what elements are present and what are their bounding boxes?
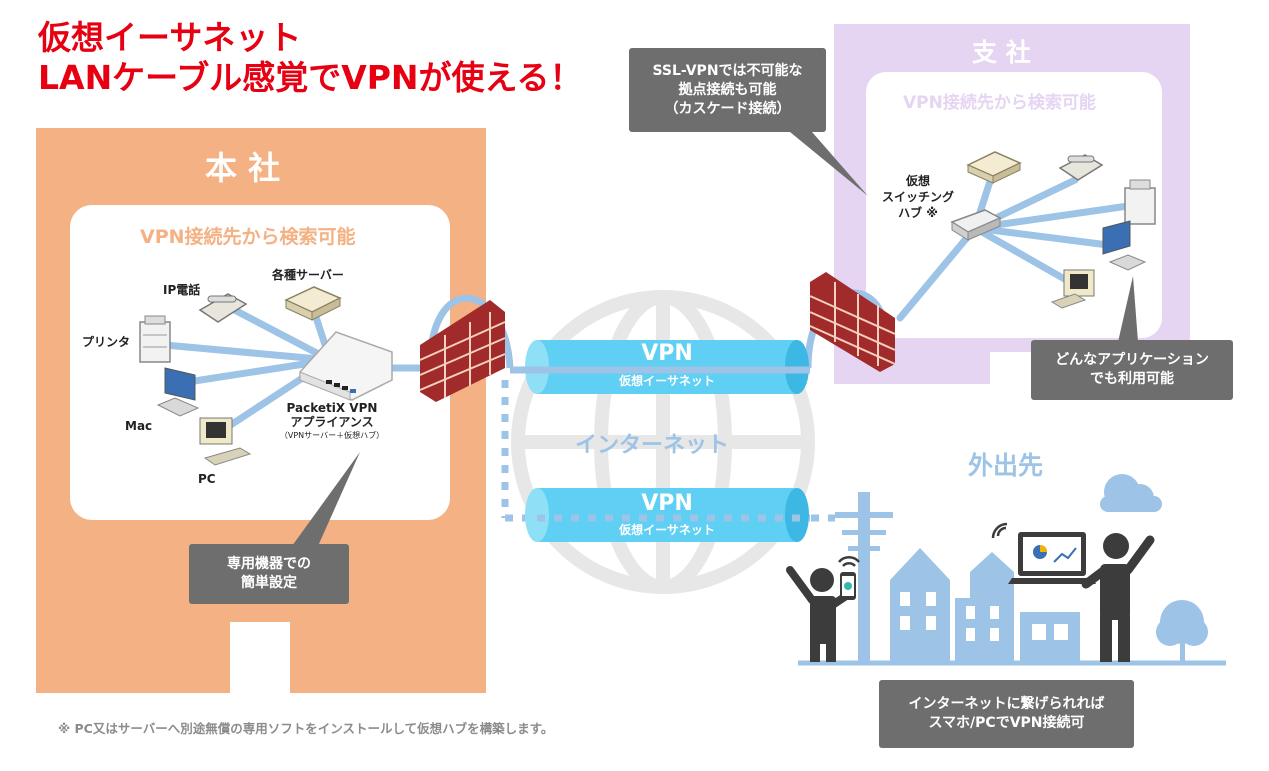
hq-label: 本 社 — [205, 149, 281, 187]
ssl-callout-line-1: SSL-VPNでは不可能な — [652, 62, 803, 79]
hub-label-line-2: スイッチング — [881, 190, 954, 204]
ssl-callout-line-3: （カスケード接続） — [664, 100, 791, 117]
server-icon — [284, 286, 342, 321]
pc-label: PC — [198, 472, 216, 486]
branch-mac-icon — [1102, 220, 1147, 271]
hq-building — [36, 128, 486, 693]
vpn-tunnel-1 — [510, 340, 810, 394]
laptop-icon — [1008, 532, 1096, 584]
apps-callout-line-1: どんなアプリケーション — [1055, 352, 1209, 368]
vpn-tunnel-1-subtitle: 仮想イーサネット — [619, 374, 715, 388]
ssl-callout-pointer — [790, 132, 868, 196]
vpn-tunnel-1-title: VPN — [641, 341, 693, 366]
mobile-callout: インターネットに繋げられれば スマホ/PCでVPN接続可 — [879, 680, 1134, 748]
hub-label-line-1: 仮想 — [905, 174, 930, 188]
vpn-appliance-icon — [299, 331, 393, 401]
apps-callout-line-2: でも利用可能 — [1090, 371, 1174, 387]
vpn-tunnel-2-subtitle: 仮想イーサネット — [619, 523, 715, 537]
hub-label-line-3: ハブ ※ — [898, 206, 938, 220]
laptop-wifi-icon — [991, 522, 1008, 539]
title-line-1: 仮想イーサネット — [38, 18, 302, 57]
mac-label: Mac — [125, 419, 153, 433]
appliance-label: PacketiX VPN アプライアンス （VPNサーバー＋仮想ハブ） — [262, 401, 402, 443]
appliance-label-line-2: アプライアンス — [290, 415, 374, 429]
branch-phone-icon — [1058, 154, 1104, 181]
setup-callout-pointer — [292, 452, 360, 546]
hq-search-label: VPN接続先から検索可能 — [140, 226, 356, 248]
appliance-label-line-1: PacketiX VPN — [286, 401, 378, 415]
remote-label: 外出先 — [968, 451, 1044, 480]
smartphone-icon — [840, 572, 856, 600]
person-with-phone-icon — [786, 566, 850, 662]
ip-phone-label: IP電話 — [163, 283, 201, 297]
hub-label: 仮想 スイッチング ハブ ※ — [872, 173, 964, 221]
ssl-callout-line-2: 拠点接続も可能 — [678, 81, 777, 98]
page-title: 仮想イーサネット LANケーブル感覚でVPNが使える！ — [38, 18, 583, 98]
branch-printer-icon — [1124, 179, 1156, 225]
branch-hub-icon — [950, 209, 1002, 241]
mobile-callout-line-1: インターネットに繋げられれば — [908, 696, 1105, 712]
vpn-tunnel-2 — [525, 488, 810, 542]
footnote: ※ PC又はサーバーへ別途無償の専用ソフトをインストールして仮想ハブを構築します… — [58, 721, 554, 736]
ssl-vpn-callout: SSL-VPNでは不可能な 拠点接続も可能 （カスケード接続） — [629, 48, 826, 132]
wifi-icon — [838, 556, 860, 567]
pc-icon — [199, 417, 252, 466]
vpn-tunnel-2-title: VPN — [641, 491, 693, 516]
branch-firewall-icon — [809, 272, 896, 372]
title-line-2: LANケーブル感覚でVPNが使える！ — [38, 58, 583, 97]
person-cheering-icon — [1081, 533, 1155, 662]
branch-pc-icon — [1050, 269, 1095, 309]
printer-icon — [139, 315, 171, 363]
phone-icon — [198, 293, 248, 323]
setup-callout-line-2: 簡単設定 — [241, 575, 297, 591]
branch-search-label: VPN接続先から検索可能 — [903, 93, 1096, 113]
appliance-label-line-3: （VPNサーバー＋仮想ハブ） — [279, 431, 385, 440]
mobile-callout-line-2: スマホ/PCでVPN接続可 — [928, 715, 1085, 731]
mac-icon — [156, 367, 200, 417]
town-scene — [798, 474, 1226, 666]
hq-firewall-icon — [419, 300, 506, 402]
branch-server-icon — [966, 151, 1022, 184]
internet-label: インターネット — [575, 433, 730, 458]
branch-lines — [896, 171, 1139, 322]
printer-label: プリンタ — [82, 335, 131, 349]
branch-label: 支 社 — [972, 38, 1031, 67]
apps-callout: どんなアプリケーション でも利用可能 — [1031, 340, 1233, 400]
apps-callout-pointer — [1118, 276, 1138, 342]
setup-callout-line-1: 専用機器での — [227, 556, 311, 572]
setup-callout: 専用機器での 簡単設定 — [189, 544, 349, 604]
servers-label: 各種サーバー — [272, 268, 344, 282]
